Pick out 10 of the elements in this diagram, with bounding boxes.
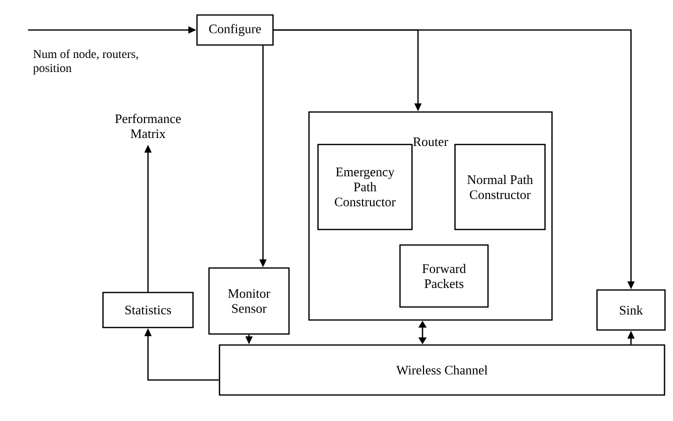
process-box: Emergency Path Constructor xyxy=(317,144,413,230)
process-box: Statistics xyxy=(102,292,194,328)
process-box: Normal Path Constructor xyxy=(454,144,546,230)
node-text: Performance Matrix xyxy=(115,114,181,138)
edge-label: Num of node, routers, position xyxy=(32,48,144,76)
process-box: Forward Packets xyxy=(399,244,489,308)
process-box: Configure xyxy=(196,14,274,46)
process-box: Wireless Channel xyxy=(218,344,666,396)
process-box: Sink xyxy=(596,289,666,331)
process-box: Monitor Sensor xyxy=(208,267,290,335)
